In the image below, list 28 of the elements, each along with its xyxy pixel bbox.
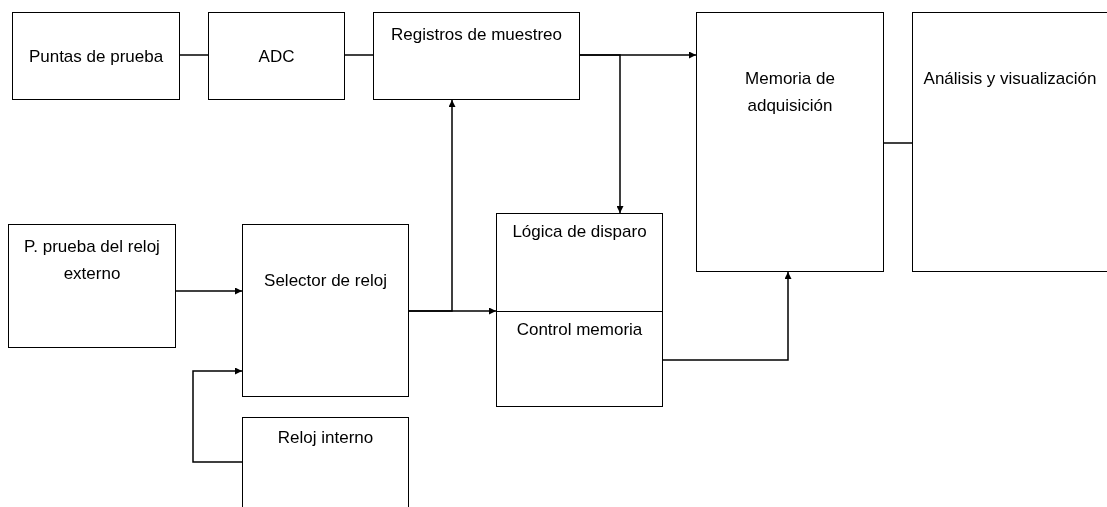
block-box [242,417,409,507]
block-label: Memoria de adquisición [744,68,836,117]
block-label: Control memoria [515,319,644,341]
block-box [912,12,1107,272]
block-label: P. prueba del reloj externo [23,236,161,285]
block-label: Puntas de prueba [27,45,165,68]
block-box [373,12,580,100]
arrow [192,367,243,463]
arrow [408,307,497,315]
block-box [208,12,345,100]
block-label: Registros de muestreo [390,24,563,46]
block-box [496,213,663,312]
block-label: ADC [257,45,296,68]
block-box [696,12,884,272]
block-box [242,224,409,397]
block-box [12,12,180,100]
connector-line [179,54,209,56]
block-label: Análisis y visualización [922,68,1098,90]
arrow [175,287,243,295]
connector-line [344,54,374,56]
arrow [662,271,792,361]
block-label: Reloj interno [276,427,375,449]
connector-line [883,142,913,144]
arrow [579,54,624,214]
block-box [496,311,663,407]
block-label: Lógica de disparo [511,221,648,243]
block-box [8,224,176,348]
block-label: Selector de reloj [263,270,388,292]
